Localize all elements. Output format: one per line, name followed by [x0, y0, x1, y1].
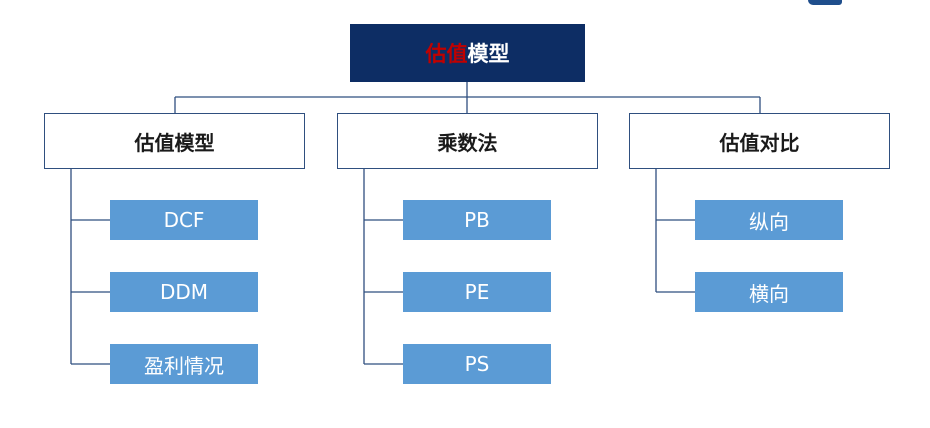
- corner-decoration: [808, 0, 842, 5]
- leaf-node: DCF: [110, 200, 258, 240]
- root-label-accent: 估值: [425, 42, 468, 66]
- root-node: 估值模型: [350, 24, 585, 82]
- category-node-2: 乘数法: [337, 113, 598, 169]
- root-label-rest: 模型: [467, 42, 510, 66]
- leaf-node: DDM: [110, 272, 258, 312]
- leaf-node: PS: [403, 344, 551, 384]
- leaf-node: PB: [403, 200, 551, 240]
- category-node-1: 估值模型: [44, 113, 305, 169]
- leaf-node: 纵向: [695, 200, 843, 240]
- leaf-node: PE: [403, 272, 551, 312]
- leaf-node: 横向: [695, 272, 843, 312]
- leaf-node: 盈利情况: [110, 344, 258, 384]
- category-node-3: 估值对比: [629, 113, 890, 169]
